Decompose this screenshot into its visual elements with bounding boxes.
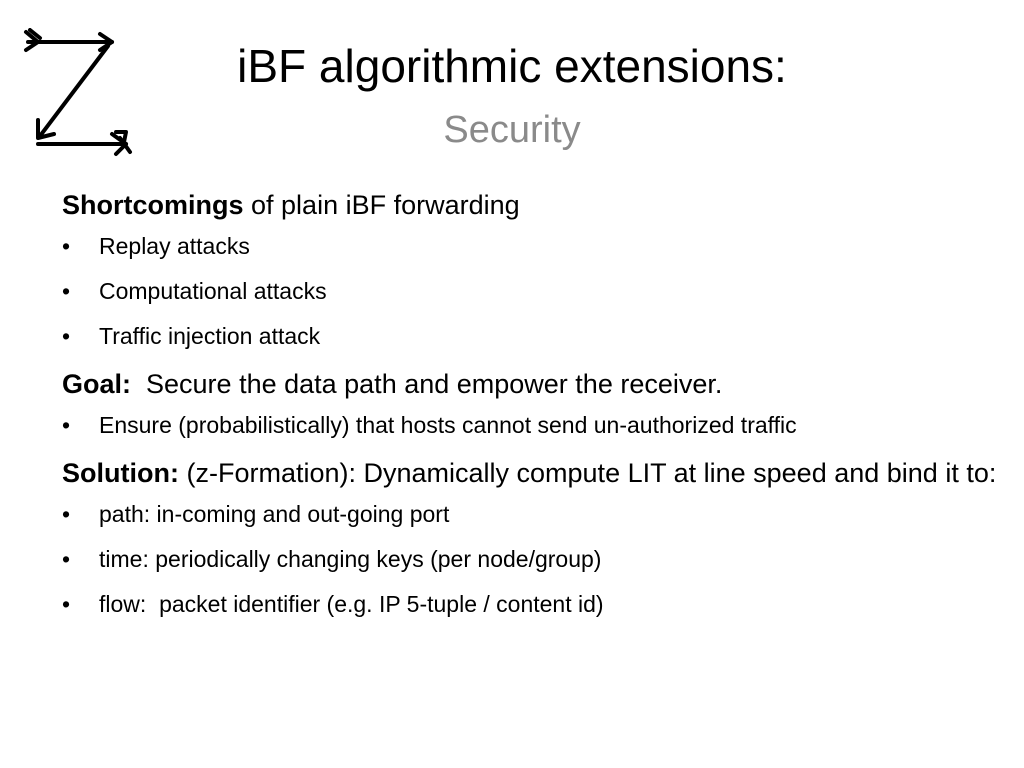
- list-item-text: time: periodically changing keys (per no…: [99, 546, 602, 572]
- section-heading-text: Secure the data path and empower the rec…: [131, 369, 723, 399]
- bullet-icon: •: [62, 546, 71, 572]
- section-heading: Goal: Secure the data path and empower t…: [62, 365, 1002, 403]
- section-heading: Solution: (z-Formation): Dynamically com…: [62, 454, 1002, 492]
- section-heading-text: (z-Formation): Dynamically compute LIT a…: [178, 458, 997, 488]
- list-item: • path: in-coming and out-going port: [62, 498, 1002, 530]
- list-item-text: path: in-coming and out-going port: [99, 501, 450, 527]
- list-item-text: Computational attacks: [99, 278, 327, 304]
- bullet-icon: •: [62, 501, 71, 527]
- list-item: • Ensure (probabilistically) that hosts …: [62, 409, 1002, 441]
- slide-title: iBF algorithmic extensions:: [237, 40, 787, 92]
- section-heading-bold: Solution:: [62, 458, 179, 488]
- slide-subtitle: Security: [443, 109, 581, 151]
- list-item: • Computational attacks: [62, 275, 1002, 307]
- section-heading-bold: Goal:: [62, 369, 132, 399]
- z-arrows-icon: [24, 28, 132, 156]
- bullet-icon: •: [62, 591, 71, 617]
- section-heading: Shortcomings of plain iBF forwarding: [62, 186, 1002, 224]
- bullet-icon: •: [62, 323, 71, 349]
- list-item: • Replay attacks: [62, 230, 1002, 262]
- section-heading-text: of plain iBF forwarding: [243, 190, 520, 220]
- bullet-icon: •: [62, 278, 71, 304]
- list-item-text: Ensure (probabilistically) that hosts ca…: [99, 412, 797, 438]
- list-item: • time: periodically changing keys (per …: [62, 543, 1002, 575]
- list-item-text: Traffic injection attack: [99, 323, 321, 349]
- list-item-text: flow: packet identifier (e.g. IP 5-tuple…: [99, 591, 604, 617]
- list-item: • flow: packet identifier (e.g. IP 5-tup…: [62, 588, 1002, 620]
- slide-body: Shortcomings of plain iBF forwarding • R…: [62, 186, 1002, 633]
- section-heading-bold: Shortcomings: [62, 190, 244, 220]
- bullet-icon: •: [62, 412, 71, 438]
- list-item: • Traffic injection attack: [62, 320, 1002, 352]
- bullet-icon: •: [62, 233, 71, 259]
- list-item-text: Replay attacks: [99, 233, 250, 259]
